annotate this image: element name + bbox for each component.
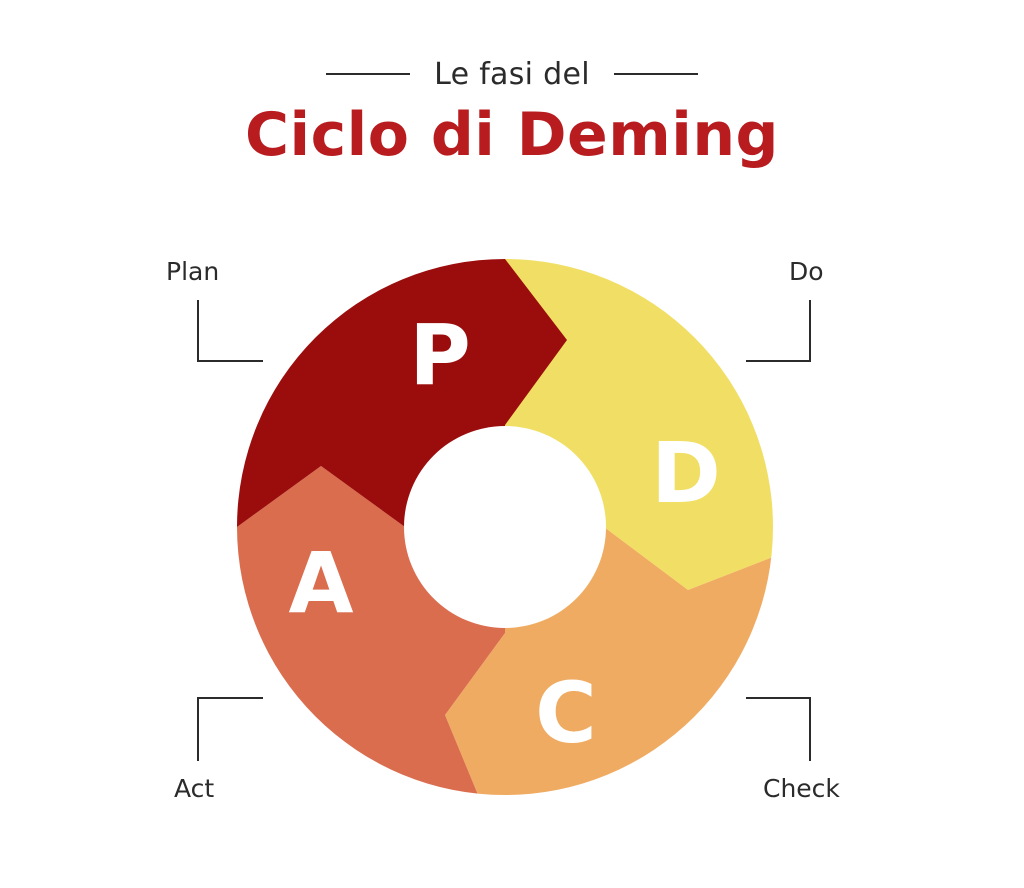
- letter-p: P: [409, 306, 471, 404]
- letter-d: D: [651, 424, 721, 522]
- connector-plan: [197, 300, 263, 362]
- subtitle: Le fasi del: [434, 56, 590, 92]
- label-do: Do: [789, 257, 824, 286]
- label-check: Check: [763, 774, 840, 803]
- connector-check: [746, 697, 811, 761]
- connector-act: [197, 697, 263, 761]
- subtitle-right-rule: [613, 73, 698, 75]
- segment-check: [445, 527, 773, 795]
- label-plan: Plan: [166, 257, 220, 286]
- subtitle-left-rule: [326, 73, 411, 75]
- label-act: Act: [174, 774, 215, 803]
- subtitle-row: Le fasi del: [0, 54, 1024, 94]
- page-title: Ciclo di Deming: [245, 100, 779, 170]
- letter-c: C: [535, 664, 597, 762]
- connector-do: [746, 300, 811, 362]
- letter-a: A: [288, 534, 353, 632]
